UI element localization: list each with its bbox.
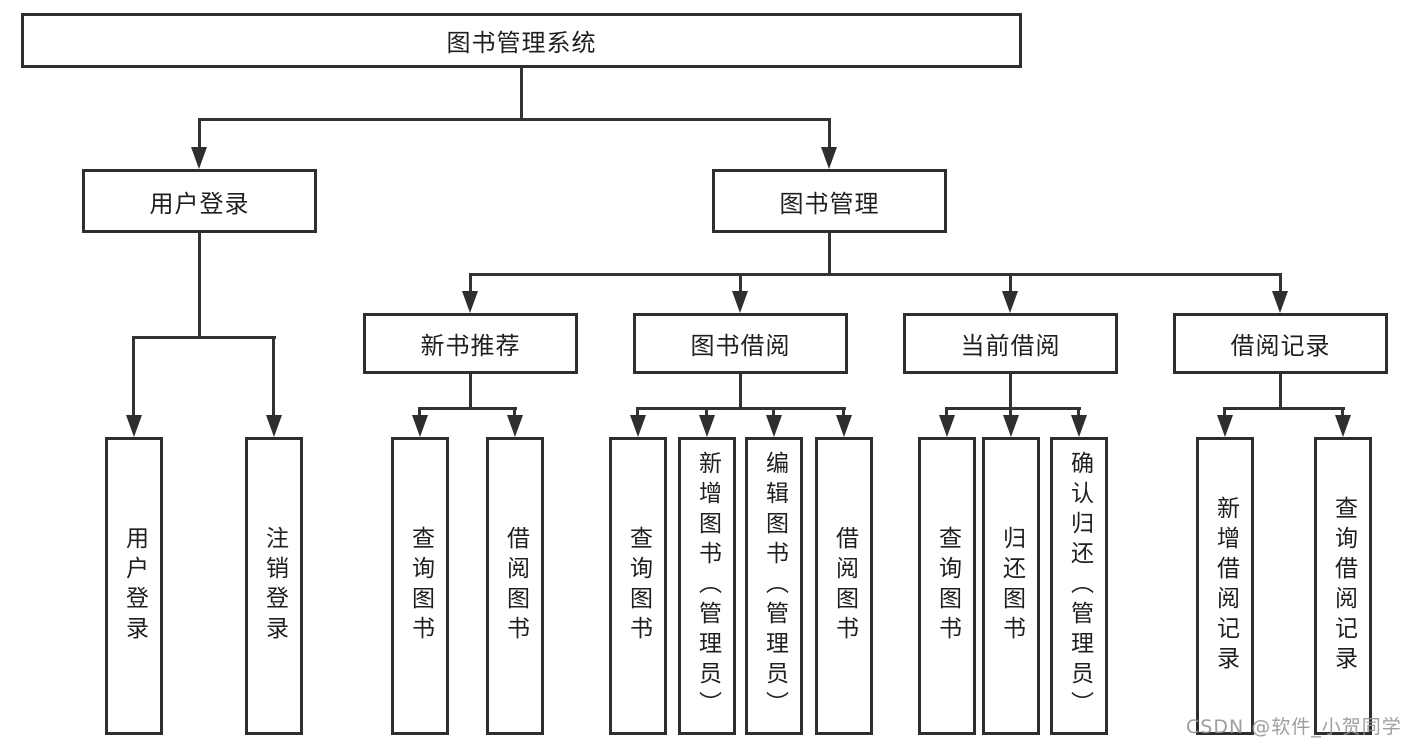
- connector-drop-book-management: [828, 118, 831, 149]
- leaf-borrow-books-recommend: 借阅图书: [486, 437, 544, 735]
- connector-drop-user-login: [198, 118, 201, 149]
- leaf-add-borrow-record: 新增借阅记录: [1196, 437, 1254, 735]
- leaf-label: 归还图书: [998, 526, 1025, 646]
- arrow-down-icon: [412, 415, 428, 437]
- node-borrow-records: 借阅记录: [1173, 313, 1388, 374]
- arrow-down-icon: [1217, 415, 1233, 437]
- connector-new-book-stem: [469, 374, 472, 407]
- node-book-management: 图书管理: [712, 169, 947, 233]
- arrow-down-icon: [766, 415, 782, 437]
- arrow-down-icon: [821, 147, 837, 169]
- arrow-down-icon: [630, 415, 646, 437]
- connector-drop-leaf-logout: [272, 336, 275, 417]
- leaf-query-books-current: 查询图书: [918, 437, 976, 735]
- leaf-label: 借阅图书: [831, 526, 858, 646]
- arrow-down-icon: [1003, 415, 1019, 437]
- node-label: 图书管理系统: [446, 29, 597, 57]
- connector-drop: [1341, 407, 1344, 417]
- arrow-down-icon: [1272, 291, 1288, 313]
- arrow-down-icon: [1071, 415, 1087, 437]
- node-current-borrow: 当前借阅: [903, 313, 1118, 374]
- connector-drop: [418, 407, 421, 417]
- leaf-confirm-return-admin: 确认归还（管理员）: [1050, 437, 1108, 735]
- connector-drop: [705, 407, 708, 417]
- connector-book-borrow-stem: [739, 374, 742, 407]
- connector-root-stem: [520, 68, 523, 118]
- connector-drop: [1077, 407, 1080, 417]
- connector-book-management-stem: [828, 233, 831, 273]
- connector-new-book-branch: [419, 407, 517, 410]
- leaf-label: 借阅图书: [502, 526, 529, 646]
- connector-drop-new-book: [469, 273, 472, 293]
- arrow-down-icon: [699, 415, 715, 437]
- connector-drop-leaf-login: [132, 336, 135, 417]
- leaf-return-books: 归还图书: [982, 437, 1040, 735]
- arrow-down-icon: [462, 291, 478, 313]
- connector-drop: [513, 407, 516, 417]
- connector-drop: [636, 407, 639, 417]
- leaf-label: 查询图书: [625, 526, 652, 646]
- connector-drop: [842, 407, 845, 417]
- connector-user-login-stem: [198, 233, 201, 336]
- node-library-management-system: 图书管理系统: [21, 13, 1022, 68]
- connector-drop: [945, 407, 948, 417]
- connector-drop: [1009, 407, 1012, 417]
- connector-drop-book-borrow: [739, 273, 742, 293]
- connector-current-borrow-stem: [1009, 374, 1012, 407]
- arrow-down-icon: [1335, 415, 1351, 437]
- connector-drop-current-borrow: [1009, 273, 1012, 293]
- leaf-label: 用户登录: [121, 526, 148, 646]
- leaf-label: 查询借阅记录: [1330, 496, 1357, 676]
- arrow-down-icon: [939, 415, 955, 437]
- leaf-borrow-books: 借阅图书: [815, 437, 873, 735]
- node-label: 图书管理: [779, 189, 880, 218]
- leaf-add-books-admin: 新增图书（管理员）: [678, 437, 736, 735]
- connector-book-management-branch: [469, 273, 1282, 276]
- connector-drop: [772, 407, 775, 417]
- leaf-query-books-recommend: 查询图书: [391, 437, 449, 735]
- connector-drop: [1223, 407, 1226, 417]
- arrow-down-icon: [836, 415, 852, 437]
- arrow-down-icon: [266, 415, 282, 437]
- leaf-label: 查询图书: [934, 526, 961, 646]
- arrow-down-icon: [732, 291, 748, 313]
- leaf-user-login: 用户登录: [105, 437, 163, 735]
- leaf-label: 编辑图书（管理员）: [761, 451, 788, 721]
- node-label: 图书借阅: [690, 332, 791, 360]
- leaf-query-books-borrow: 查询图书: [609, 437, 667, 735]
- leaf-label: 查询图书: [407, 526, 434, 646]
- leaf-query-borrow-record: 查询借阅记录: [1314, 437, 1372, 735]
- node-label: 新书推荐: [420, 332, 521, 360]
- connector-root-branch: [198, 118, 831, 121]
- arrow-down-icon: [126, 415, 142, 437]
- connector-borrow-records-branch: [1223, 407, 1345, 410]
- connector-user-login-branch: [133, 336, 276, 339]
- leaf-edit-books-admin: 编辑图书（管理员）: [745, 437, 803, 735]
- arrow-down-icon: [1002, 291, 1018, 313]
- arrow-down-icon: [507, 415, 523, 437]
- node-label: 借阅记录: [1230, 332, 1331, 360]
- connector-current-borrow-branch: [945, 407, 1081, 410]
- leaf-label: 注销登录: [261, 526, 288, 646]
- csdn-watermark: CSDN @软件_小贺同学: [1186, 716, 1402, 738]
- arrow-down-icon: [191, 147, 207, 169]
- connector-book-borrow-branch: [636, 407, 846, 410]
- node-new-book-recommend: 新书推荐: [363, 313, 578, 374]
- leaf-label: 新增借阅记录: [1212, 496, 1239, 676]
- node-user-login: 用户登录: [82, 169, 317, 233]
- connector-drop-borrow-records: [1279, 273, 1282, 293]
- connector-borrow-records-stem: [1279, 374, 1282, 407]
- leaf-label: 新增图书（管理员）: [694, 451, 721, 721]
- node-label: 当前借阅: [960, 332, 1061, 360]
- leaf-logout: 注销登录: [245, 437, 303, 735]
- leaf-label: 确认归还（管理员）: [1066, 451, 1093, 721]
- node-label: 用户登录: [149, 189, 250, 218]
- node-book-borrow: 图书借阅: [633, 313, 848, 374]
